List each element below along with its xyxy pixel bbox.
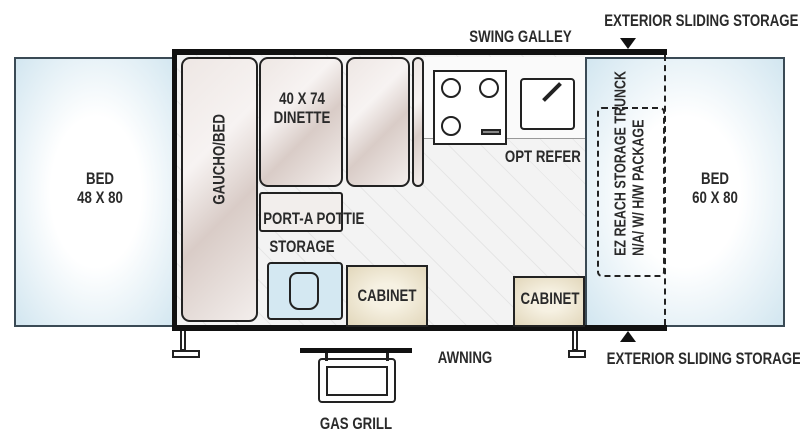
arrow-down-icon (620, 38, 636, 49)
stove (433, 70, 507, 145)
awning-label: AWNING (437, 348, 493, 367)
port-a-pottie-box (259, 192, 343, 232)
gas-grill-icon (318, 358, 396, 403)
left-wall (172, 49, 177, 331)
ext-storage-top-label: EXTERIOR SLIDING STORAGE (604, 11, 799, 30)
grill-mount (386, 353, 389, 361)
toilet-icon (289, 272, 319, 310)
grill-grate (326, 366, 388, 396)
dinette-bench-edge (412, 57, 424, 187)
opt-refer-label: OPT REFER (504, 147, 581, 166)
gaucho-bed (181, 57, 258, 322)
dinette-seat (259, 57, 343, 187)
storage-trunk (597, 107, 665, 277)
gaucho-label: GAUCHO/BED (209, 114, 229, 205)
left-bed (14, 57, 178, 327)
burner-icon (441, 78, 461, 98)
top-wall (172, 49, 667, 55)
cabinet-left-label: CABINET (357, 286, 417, 305)
stabilizer-leg (180, 331, 186, 351)
cabinet-right-label: CABINET (520, 289, 580, 308)
stabilizer-leg (572, 331, 578, 351)
port-a-pottie-label: PORT-A POTTIE (263, 209, 365, 228)
cabinet-left (346, 265, 428, 327)
burner-icon (441, 116, 461, 136)
toilet-area (267, 262, 343, 320)
faucet-icon (542, 82, 562, 102)
cabinet-right (513, 276, 585, 327)
bottom-wall (172, 325, 667, 331)
arrow-up-icon (620, 331, 636, 342)
stabilizer-foot (568, 350, 586, 358)
ext-storage-bottom-label: EXTERIOR SLIDING STORAGE (606, 349, 800, 368)
stove-controls-icon (481, 129, 501, 135)
sink-icon (520, 78, 575, 130)
grill-mount (325, 353, 328, 361)
trunk-dashed-line (664, 55, 666, 325)
storage-label: STORAGE (269, 237, 335, 256)
gas-grill-label: GAS GRILL (319, 414, 393, 433)
dinette-table (346, 57, 410, 187)
right-bed (585, 57, 785, 327)
swing-galley-label: SWING GALLEY (469, 27, 572, 46)
awning-bar (300, 348, 412, 353)
burner-icon (479, 78, 499, 98)
stabilizer-foot (172, 350, 200, 358)
